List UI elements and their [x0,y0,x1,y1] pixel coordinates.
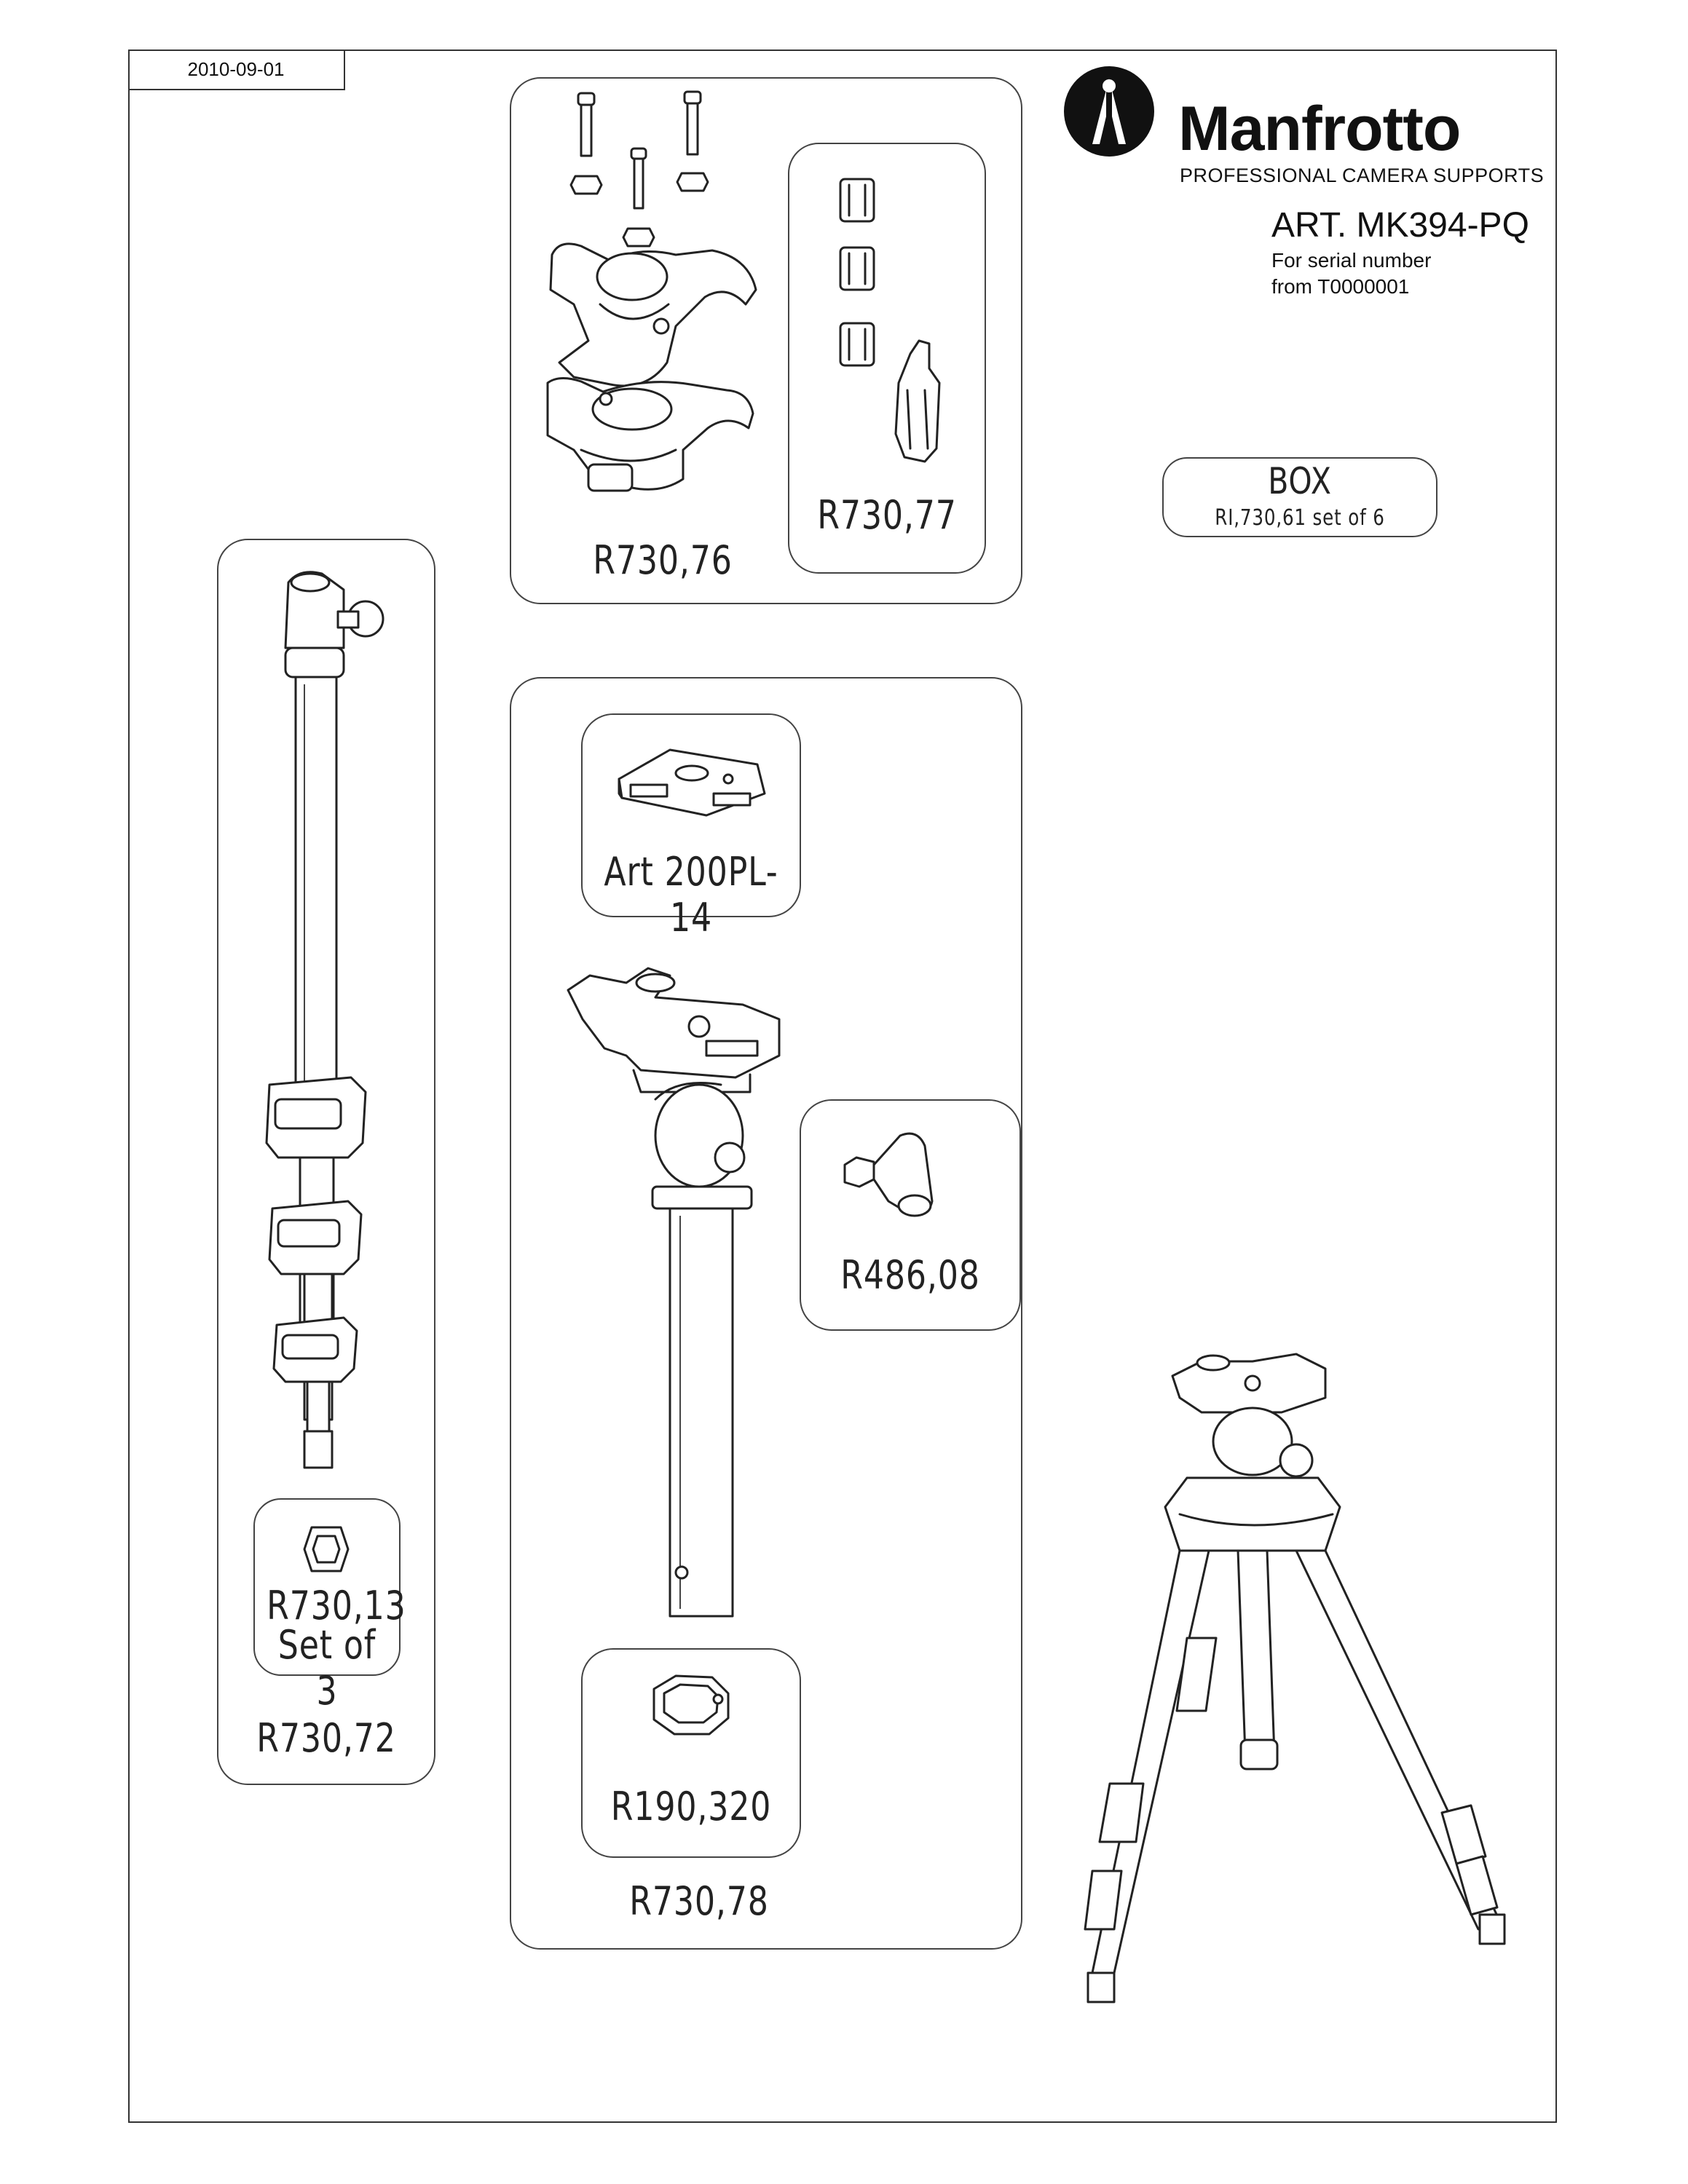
clamp-set-label: R730,76 [593,537,733,583]
drawing-frame [128,50,1557,2123]
quick-plate-label: Art 200PL-14 [604,849,778,941]
leg-foot-label-line1: R730,13 [267,1583,406,1629]
quick-plate-drawing [618,748,766,817]
head-column-drawing [567,967,781,1618]
brand-tagline: PROFESSIONAL CAMERA SUPPORTS [1180,165,1545,186]
knob-label: R486,08 [840,1252,980,1298]
head-column-label: R730,78 [629,1878,769,1924]
ring-card [581,1648,801,1858]
lever-set-card [788,143,986,574]
lever-set-label: R730,77 [817,492,957,538]
clamp-set-drawing [546,90,757,492]
lever-set-drawing [839,178,941,463]
box-subtitle: RI,730,61 set of 6 [1215,505,1385,531]
leg-drawing [265,571,384,1469]
tripod-drawing [1084,1353,1506,2003]
leg-foot-drawing [303,1526,350,1572]
quick-plate-card [581,713,801,917]
knob-card [800,1099,1021,1331]
leg-foot-label-line2: Set of 3 [277,1622,376,1714]
manfrotto-logo-icon [1064,66,1154,157]
leg-foot-card [253,1498,401,1676]
head-column-card [510,677,1022,1950]
box-title: BOX [1268,460,1332,502]
ring-drawing [652,1674,730,1736]
serial-note-line1: For serial number [1271,249,1432,272]
ring-label: R190,320 [610,1784,772,1829]
leg-assembly-card [217,539,435,1785]
date-box: 2010-09-01 [128,50,345,90]
knob-drawing [843,1132,934,1217]
serial-note-line2: from T0000001 [1271,275,1410,298]
brand-name: Manfrotto [1178,94,1461,164]
leg-assembly-label: R730,72 [256,1715,396,1761]
clamp-set-card [510,77,1022,604]
box-card [1162,457,1437,537]
article-number: ART. MK394-PQ [1271,206,1529,245]
